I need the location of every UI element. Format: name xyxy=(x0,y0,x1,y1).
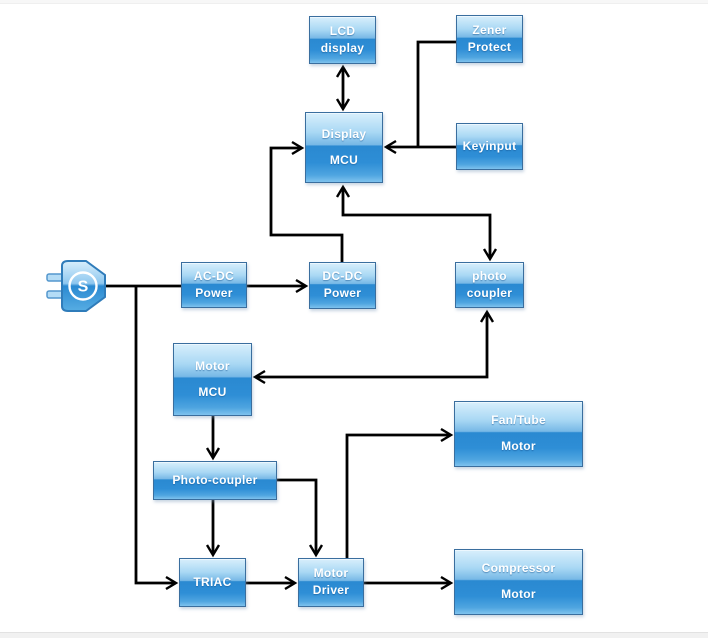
node-label: DC-DC xyxy=(322,269,363,284)
node-label: display xyxy=(320,40,365,55)
node-label: Keyinput xyxy=(462,138,517,153)
node-keyinput: Keyinput xyxy=(456,123,523,170)
node-label: Power xyxy=(195,285,233,300)
node-label: Motor xyxy=(195,358,230,373)
node-ac-dc-power: AC-DC Power xyxy=(181,262,247,308)
connector-motor-driver-to-fan xyxy=(345,427,454,558)
node-lcd-display: LCD display xyxy=(309,16,376,64)
connector-zener-protect-join xyxy=(416,40,456,146)
node-label: LCD xyxy=(329,23,356,38)
node-label: coupler xyxy=(466,285,513,300)
node-label: Motor xyxy=(313,566,349,581)
plug-prong-bottom xyxy=(46,290,64,299)
node-triac: TRIAC xyxy=(179,558,246,607)
node-dc-dc-power: DC-DC Power xyxy=(309,262,376,309)
node-label: Photo-coupler xyxy=(172,472,258,487)
node-label: Driver xyxy=(312,583,350,597)
plug-ring xyxy=(68,271,98,301)
node-label: Motor xyxy=(501,439,536,453)
plug-prong-top xyxy=(46,273,64,282)
node-label: MCU xyxy=(329,152,359,167)
node-label: photo xyxy=(472,268,507,283)
connector-photo-coupler-to-motor-mcu xyxy=(252,309,495,385)
window-bottom-edge xyxy=(0,632,708,638)
node-photo-coupler-2: Photo-coupler xyxy=(153,461,277,500)
connector-display-mcu-to-photo-coupler xyxy=(335,184,498,262)
node-label: MCU xyxy=(198,384,227,399)
node-label: Display xyxy=(321,126,367,141)
node-label: Power xyxy=(323,286,362,300)
connector-photo-coupler2-to-motor-driver xyxy=(277,478,324,558)
node-photo-coupler: photo coupler xyxy=(455,262,524,308)
window-top-edge xyxy=(0,0,708,4)
plug-letter: S xyxy=(78,279,89,296)
node-label: TRIAC xyxy=(193,574,232,589)
plug-body xyxy=(61,260,106,312)
node-label: Fan/Tube xyxy=(491,413,546,428)
connector-plug-to-triac xyxy=(134,286,179,591)
node-label: Protect xyxy=(467,39,512,54)
node-label: AC-DC xyxy=(193,268,235,283)
node-label: Zener xyxy=(472,22,507,37)
node-label: Motor xyxy=(501,587,536,601)
node-label: Compressor xyxy=(481,561,556,576)
power-plug-icon: S xyxy=(46,260,106,312)
